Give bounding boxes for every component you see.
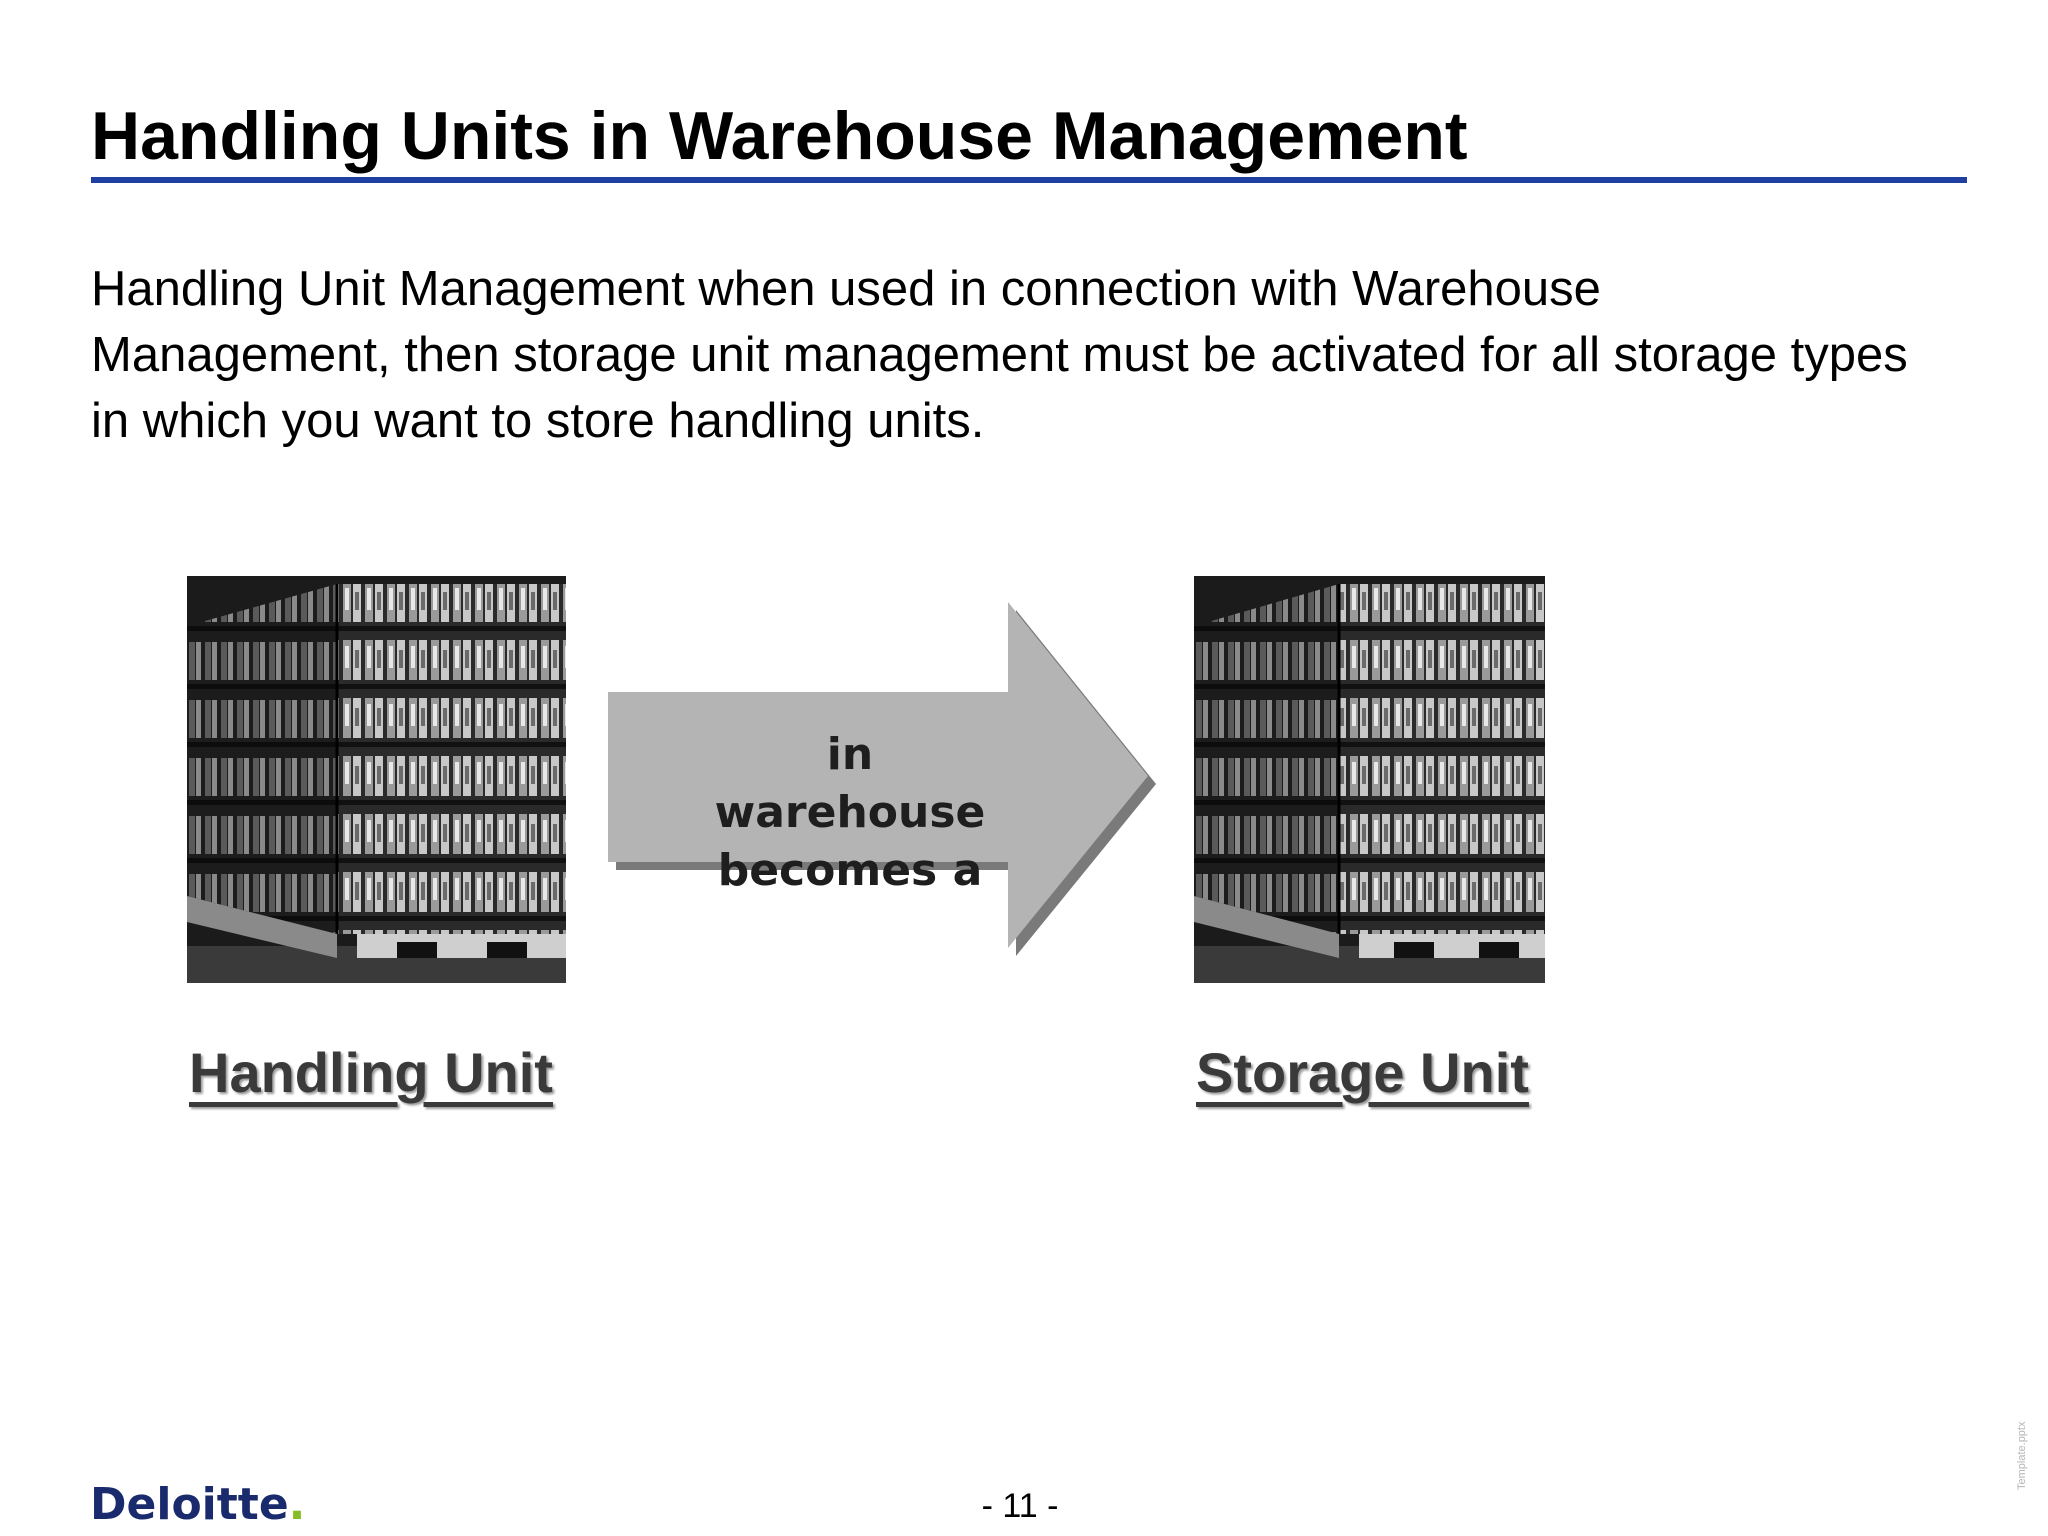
storage-unit-label: Storage Unit [1196,1041,1529,1104]
handling-unit-photo [187,576,566,983]
arrow-caption-line-1: in warehouse [714,729,986,838]
arrow-caption: in warehouse becomes a [700,726,1000,900]
title-underline-rule [91,177,1967,183]
arrow-caption-line-2: becomes a [717,845,983,896]
template-tag: Template.pptx [2016,1421,2028,1490]
logo-dot: . [288,1479,306,1530]
slide-title: Handling Units in Warehouse Management [91,98,1468,174]
storage-unit-photo [1194,576,1545,983]
handling-unit-label: Handling Unit [189,1041,553,1104]
deloitte-logo: Deloitte. [90,1480,305,1530]
becomes-arrow: in warehouse becomes a [606,600,1156,958]
pallet-goods-image [187,576,566,983]
right-arrow-icon [608,602,1156,956]
page-number: - 11 - [981,1487,1059,1525]
pallet-goods-image [1194,576,1545,983]
body-paragraph: Handling Unit Management when used in co… [91,262,1908,448]
logo-text: Deloitte [90,1479,289,1530]
